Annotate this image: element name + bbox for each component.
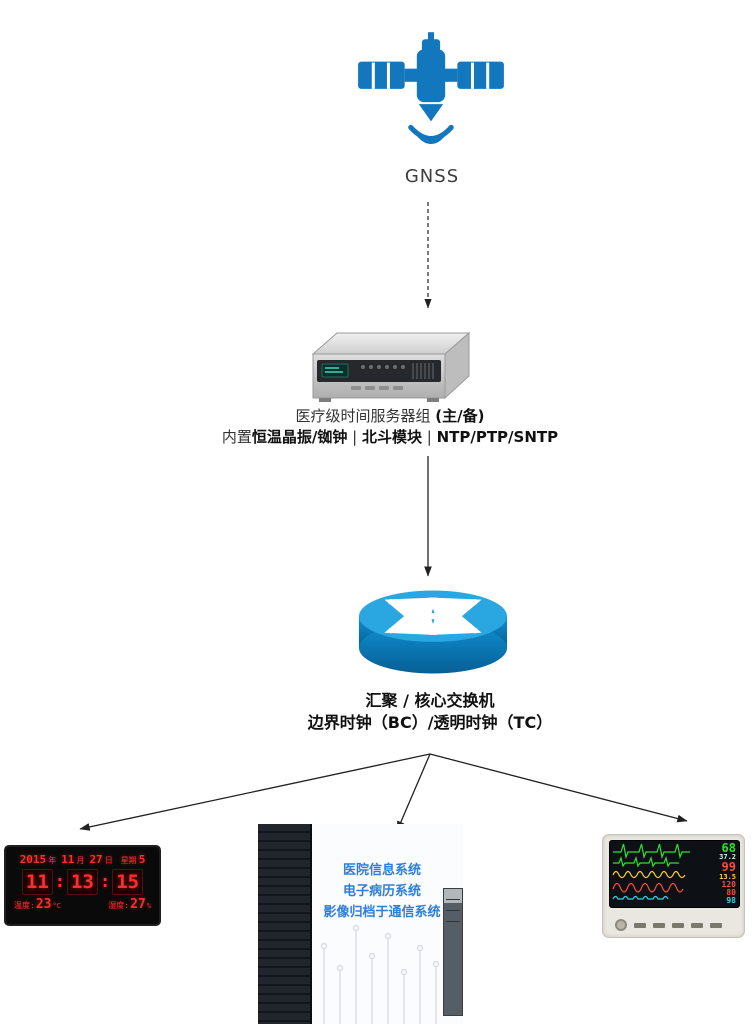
his-line: 医院信息系统 <box>342 863 421 878</box>
spo2-trace <box>612 882 684 893</box>
patient-monitor-image: 68 37.2 99 13.5 120 80 98 <box>602 834 745 938</box>
humidity-unit: % <box>146 902 151 910</box>
perf-value: 98 <box>726 896 736 906</box>
temp-unit: °C <box>52 902 61 910</box>
monitor-vitals: 68 37.2 99 13.5 120 80 98 <box>698 842 736 905</box>
monitor-waveforms <box>612 843 690 900</box>
switch-to-his-arrow <box>396 753 431 832</box>
ecg-trace <box>613 843 690 860</box>
temp-value: 23 <box>35 897 52 912</box>
hr-value: 68 <box>721 841 736 855</box>
his-systems-text: 医院信息系统 电子病历系统 影像归档于通信系统 <box>312 860 452 923</box>
clock-temperature: 温度: 23 °C <box>14 897 61 912</box>
time-server-spec: 内置恒温晶振/铷钟 | 北斗模块 | NTP/PTP/SNTP <box>130 427 650 448</box>
his-line: 影像归档于通信系统 <box>323 905 441 920</box>
clock-year-label: 年 <box>48 856 57 865</box>
clock-minutes: 13 <box>67 869 98 895</box>
spec-part: 恒温晶振/铷钟 <box>251 428 348 446</box>
ecg2-trace <box>613 856 679 868</box>
clock-env-row: 温度: 23 °C 湿度: 27 % <box>6 895 159 912</box>
clock-colon: : <box>99 872 111 892</box>
clock-day: 27 <box>89 853 103 866</box>
spo2-value: 99 <box>721 860 736 875</box>
monitor-button <box>653 922 665 928</box>
monitor-screen: 68 37.2 99 13.5 120 80 98 <box>609 840 740 908</box>
spec-part: NTP/PTP/SNTP <box>436 428 559 446</box>
nibp-sys-value: 120 <box>721 879 736 889</box>
switch-to-monitor-arrow <box>429 753 688 823</box>
spec-part: | <box>421 428 437 446</box>
clock-day-label: 日 <box>104 856 113 865</box>
clock-colon: : <box>54 872 66 892</box>
temp-label: 温度: <box>14 901 35 910</box>
core-switch-icon <box>358 590 508 674</box>
humidity-label: 湿度: <box>108 901 130 910</box>
time-server-caption: 医疗级时间服务器组 (主/备) 内置恒温晶振/铷钟 | 北斗模块 | NTP/P… <box>130 406 650 448</box>
time-server-title: 医疗级时间服务器组 (主/备) <box>130 406 650 427</box>
monitor-knob <box>615 919 627 931</box>
resp-value: 13.5 <box>719 872 736 881</box>
wall-clock-display: 2015 年 11 月 27 日 星期 5 11 : 13 : 15 温度: 2… <box>4 845 161 926</box>
spec-part: 内置 <box>221 428 252 446</box>
humidity-value: 27 <box>130 897 146 912</box>
monitor-button <box>634 922 646 928</box>
gnss-satellite-icon <box>358 32 504 145</box>
server-rack-image <box>258 824 312 1024</box>
clock-date-row: 2015 年 11 月 27 日 星期 5 <box>6 853 159 866</box>
clock-week: 5 <box>138 853 146 866</box>
spec-part: | <box>347 428 362 446</box>
time-server-image <box>311 331 471 402</box>
monitor-button <box>691 922 703 928</box>
time-server-title-text: 医疗级时间服务器组 <box>295 407 436 425</box>
nibp-dia-value: 80 <box>726 887 736 897</box>
clock-seconds: 15 <box>112 869 144 895</box>
clock-week-label: 星期 <box>120 856 137 865</box>
clock-year: 2015 <box>19 853 47 866</box>
gnss-label: GNSS <box>404 166 460 187</box>
his-line: 电子病历系统 <box>342 884 421 899</box>
clock-month-label: 月 <box>76 856 85 865</box>
clock-hours: 11 <box>21 869 53 895</box>
equipment-cabinet-image <box>443 888 463 1016</box>
switch-to-clock-arrow <box>79 753 431 831</box>
clock-humidity: 湿度: 27 % <box>108 897 151 912</box>
core-switch-line2: 边界时钟（BC）/透明时钟（TC） <box>307 713 553 732</box>
clock-time-row: 11 : 13 : 15 <box>6 869 159 895</box>
circuit-traces-image <box>320 924 440 1024</box>
pleth-trace <box>612 895 669 900</box>
monitor-button <box>672 922 684 928</box>
resp-trace <box>612 870 686 879</box>
monitor-button <box>710 922 722 928</box>
his-panel: 医院信息系统 电子病历系统 影像归档于通信系统 <box>258 824 463 1024</box>
core-switch-line1: 汇聚 / 核心交换机 <box>365 691 495 710</box>
spec-part: 北斗模块 <box>361 428 422 446</box>
time-server-title-bold: (主/备) <box>435 407 485 425</box>
monitor-controls <box>603 919 744 931</box>
core-switch-caption: 汇聚 / 核心交换机 边界时钟（BC）/透明时钟（TC） <box>170 690 690 734</box>
clock-month: 11 <box>61 853 75 866</box>
temp-value: 37.2 <box>719 853 736 862</box>
